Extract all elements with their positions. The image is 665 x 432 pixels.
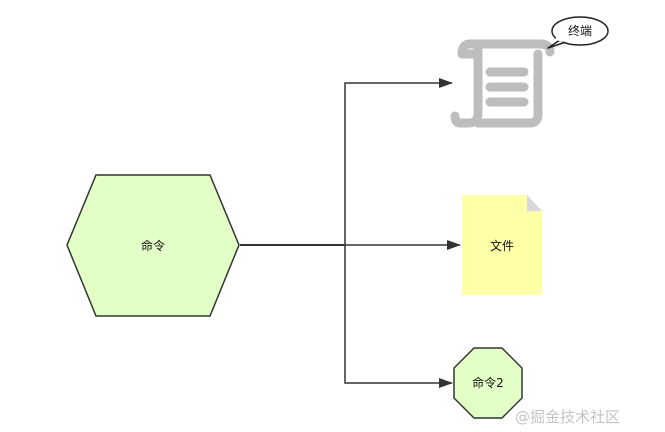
scroll-icon [450,39,555,128]
edges [240,78,461,388]
node-command2: 命令2 [453,347,523,419]
command-hexagon [66,174,240,317]
command-label: 命令 [141,238,165,253]
file-sheet [462,195,542,295]
terminal-speech-bubble: 终端 [547,16,609,49]
node-command: 命令 [66,174,240,317]
edge-to-command2 [344,245,453,388]
file-label: 文件 [490,238,514,253]
node-terminal: 终端 [450,16,609,128]
command2-label: 命令2 [472,375,504,390]
command2-octagon [453,347,523,419]
edge-to-terminal [344,78,453,245]
watermark-text: @掘金技术社区 [515,408,620,426]
node-file: 文件 [462,195,542,295]
file-fold-corner [527,195,542,211]
terminal-label: 终端 [568,23,592,38]
